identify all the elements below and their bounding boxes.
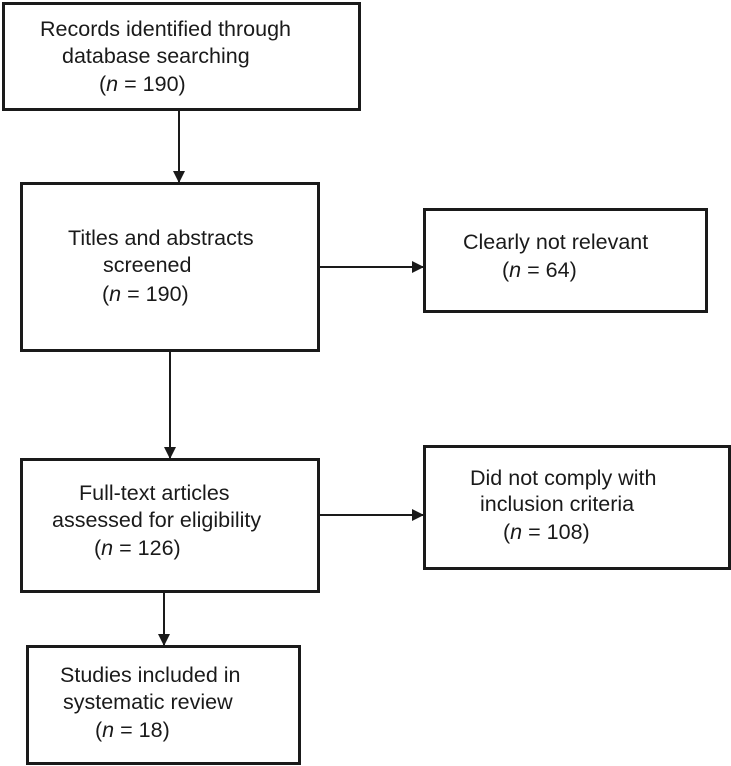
not-relevant-box [423, 208, 708, 313]
records-identified-label-line2: database searching [62, 44, 250, 68]
records-identified-box [2, 2, 361, 111]
studies-included-count: (n = 18) [95, 718, 170, 742]
titles-screened-count: (n = 190) [102, 282, 189, 306]
records-identified-label-line1: Records identified through [40, 17, 291, 41]
records-identified-count: (n = 190) [99, 72, 186, 96]
studies-included-label-line1: Studies included in [60, 663, 241, 687]
titles-screened-label-line2: screened [103, 253, 192, 277]
titles-screened-label-line1: Titles and abstracts [68, 226, 254, 250]
studies-included-label-line2: systematic review [63, 690, 233, 714]
not-comply-label-line1: Did not comply with [470, 466, 657, 490]
full-text-count: (n = 126) [94, 536, 181, 560]
not-relevant-label: Clearly not relevant [463, 230, 649, 254]
titles-screened-box [20, 182, 320, 352]
not-relevant-count: (n = 64) [502, 258, 577, 282]
full-text-box [20, 458, 320, 593]
full-text-label-line2: assessed for eligibility [52, 508, 262, 532]
not-comply-label-line2: inclusion criteria [480, 492, 635, 516]
studies-included-box [26, 645, 301, 765]
not-comply-count: (n = 108) [503, 520, 590, 544]
full-text-label-line1: Full-text articles [79, 481, 230, 505]
not-comply-box [423, 445, 731, 570]
